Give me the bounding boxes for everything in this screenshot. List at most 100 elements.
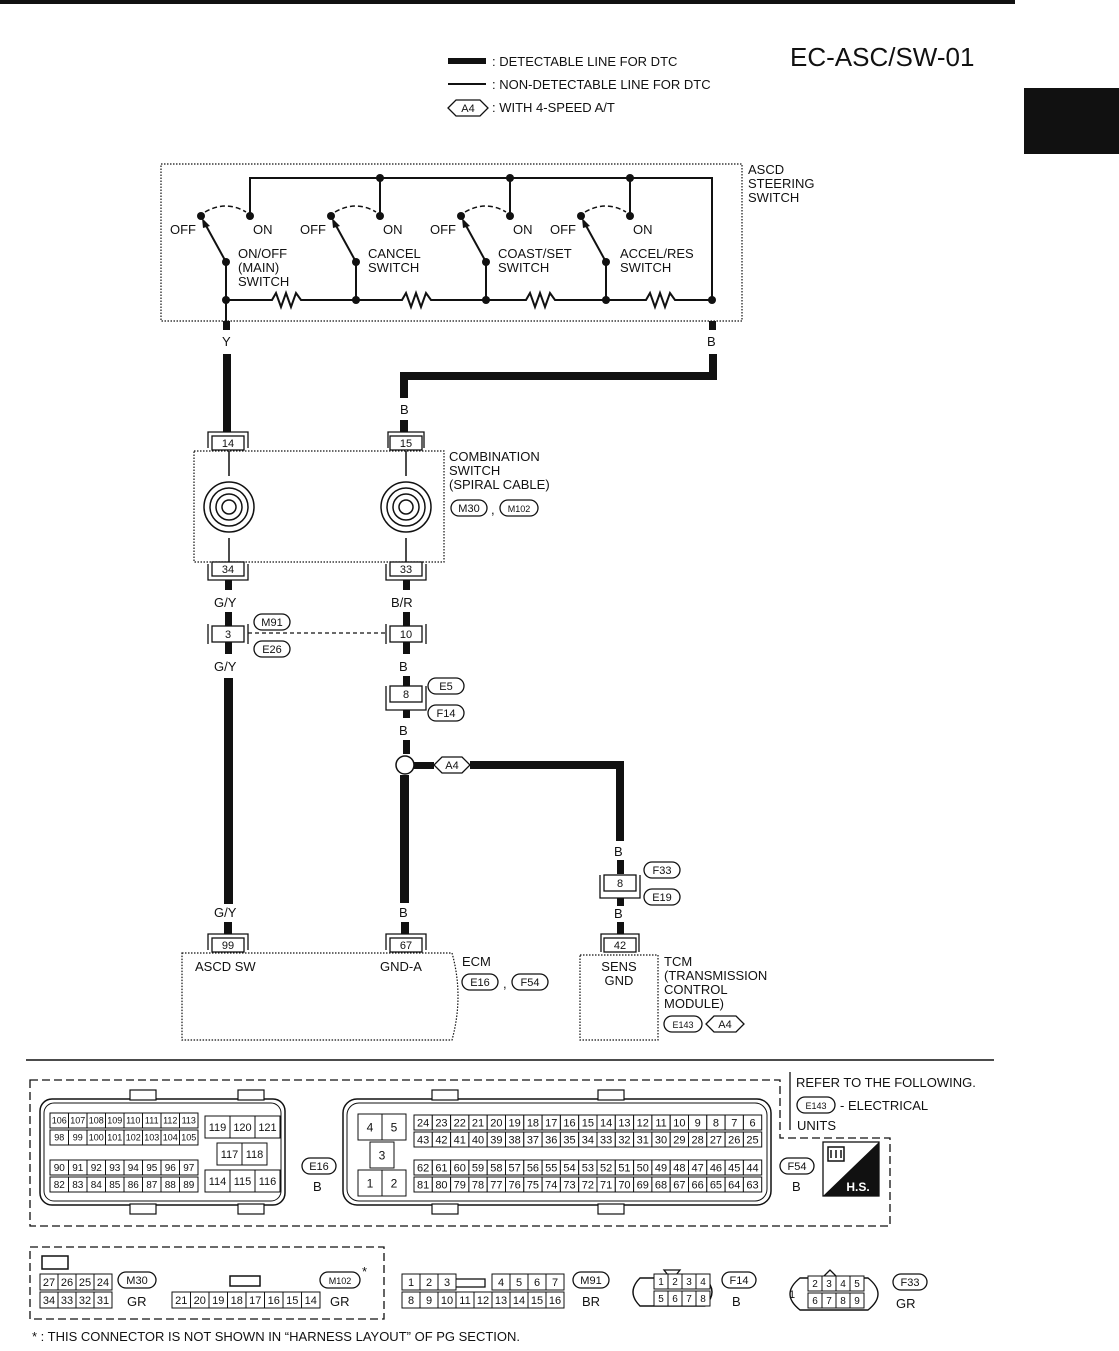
conn-m30-pin-label: 27 (43, 1277, 55, 1289)
wire-stub (403, 612, 410, 626)
switch-on-contact (506, 212, 514, 220)
conn-e16-cavity (179, 1129, 199, 1146)
conn-e16-cavity (179, 1112, 199, 1129)
joint-conn-m91: M91 (261, 617, 282, 629)
switch-arm (583, 221, 607, 263)
spiral-ring (209, 487, 249, 527)
comb-conn-sep: , (491, 502, 495, 517)
conn-m91-pin-label: 9 (426, 1295, 432, 1307)
conn-f54-pin-label: 30 (655, 1134, 667, 1146)
joint-pin-3: 3 (225, 629, 231, 641)
conn-f54-cavity (742, 1176, 763, 1193)
wire-b-thick (470, 761, 624, 769)
conn-f54-shell-inner (346, 1102, 768, 1202)
conn-f33-pin-1: 1 (789, 1289, 795, 1301)
comb-name-1: COMBINATION (449, 449, 540, 464)
conn-f54-pin-label: 63 (746, 1179, 758, 1191)
tcm-box (579, 954, 659, 1041)
conn-e16-pin-label: 102 (126, 1133, 141, 1143)
ecm-box (181, 952, 459, 1041)
wire-b-label-top: B (707, 334, 716, 349)
legend-detectable: : DETECTABLE LINE FOR DTC (492, 54, 677, 69)
switch3-off: OFF (430, 222, 456, 237)
conn-m91-pin-label: 6 (534, 1277, 540, 1289)
steering-name-3: SWITCH (748, 190, 799, 205)
pin-bracket (207, 431, 249, 448)
conn-e16-pin-label: 104 (163, 1133, 178, 1143)
conn-m102-pin-label: 21 (175, 1295, 187, 1307)
conn-m102-pin-label: 19 (212, 1295, 224, 1307)
combination-switch-box (193, 450, 445, 563)
conn-f33-cavity (849, 1292, 865, 1309)
conn-m91-pin-label: 15 (531, 1295, 543, 1307)
conn-m102-pin-label: 20 (194, 1295, 206, 1307)
hs-label: H.S. (846, 1180, 869, 1194)
conn-f54-pin-label: 57 (509, 1162, 521, 1174)
conn-badge-m91 (253, 613, 291, 631)
conn-e16-cavity (254, 1169, 281, 1193)
conn-f54-pin-label: 65 (710, 1179, 722, 1191)
conn-e16-pin-label: 97 (183, 1163, 195, 1174)
switch-arm (333, 221, 357, 263)
conn-e16-pin-label: 105 (181, 1133, 196, 1143)
m30-m102-boundary (29, 1246, 385, 1320)
conn-e16-color: B (313, 1179, 322, 1194)
splice-point (395, 755, 415, 775)
conn-e16-cavity (254, 1115, 281, 1139)
conn-f54-pin-label: 8 (713, 1117, 719, 1129)
conn-f54-latch (597, 1089, 625, 1101)
conn-f14-pin-label: 1 (658, 1277, 664, 1288)
conn-f54-pin-label: 52 (600, 1162, 612, 1174)
conn-f54-pin-label: 75 (527, 1179, 539, 1191)
switch-off-contact (327, 212, 335, 220)
conn-m91-pin-label: 13 (495, 1295, 507, 1307)
conn-m91-pin-label: 4 (498, 1277, 504, 1289)
spiral-ring (215, 493, 243, 521)
conn-badge-f54-face (779, 1157, 815, 1175)
ladder-node (602, 296, 610, 304)
conn-f54-pin-label: 38 (509, 1134, 521, 1146)
tcm-label-sens: SENS (601, 959, 637, 974)
conn-e16-pin-label: 87 (146, 1180, 158, 1191)
joint3-conn-e19: E19 (652, 892, 672, 904)
conn-e16-pin-label: 85 (109, 1180, 121, 1191)
conn-f54-pin-label: 76 (509, 1179, 521, 1191)
conn-f54-pin-label: 79 (454, 1179, 466, 1191)
conn-badge-m102-face (319, 1271, 361, 1289)
joint2-pin-8: 8 (403, 689, 409, 701)
conn-f14-pin-label: 6 (672, 1294, 678, 1305)
wire-gy-label-3: G/Y (214, 905, 237, 920)
index-tab (1024, 88, 1119, 154)
tcm-label-gnd: GND (605, 973, 634, 988)
conn-e16-pin-label: 112 (163, 1116, 177, 1126)
pin-bracket (207, 933, 249, 950)
legend-a4-badge-shape (447, 99, 489, 117)
conn-m102-star: * (362, 1264, 367, 1279)
switch3-name-1: COAST/SET (498, 246, 572, 261)
conn-e16-pin-label: 91 (72, 1163, 84, 1174)
wire-gy-label-1: G/Y (214, 595, 237, 610)
conn-m91-color: BR (582, 1294, 600, 1309)
conn-f54-pin-label: 10 (673, 1117, 685, 1129)
joint2-conn-e5: E5 (439, 681, 452, 693)
conn-f54-pin-label: 43 (417, 1134, 429, 1146)
legend-nondetectable: : NON-DETECTABLE LINE FOR DTC (492, 77, 711, 92)
wire-stub (225, 612, 232, 626)
conn-f33-pin-label: 7 (826, 1296, 832, 1307)
conn-e16-pin-label: 94 (128, 1163, 140, 1174)
page-title: EC-ASC/SW-01 (790, 42, 974, 72)
conn-f54-pin-label: 46 (710, 1162, 722, 1174)
conn-f33-pin-label: 9 (854, 1296, 860, 1307)
conn-f54-pin-label: 47 (692, 1162, 704, 1174)
conn-f54-pin-label: 45 (728, 1162, 740, 1174)
conn-badge-m91-face (572, 1271, 610, 1289)
wire-b-label: B (400, 402, 409, 417)
conn-e16-pin-label: 88 (165, 1180, 177, 1191)
conn-m91-cavity (437, 1273, 457, 1291)
wire-b-thick (400, 775, 409, 903)
conn-e16-pin-label: 96 (165, 1163, 177, 1174)
conn-m91-pin-label: 12 (477, 1295, 489, 1307)
conn-f54-pin-label: 69 (637, 1179, 649, 1191)
